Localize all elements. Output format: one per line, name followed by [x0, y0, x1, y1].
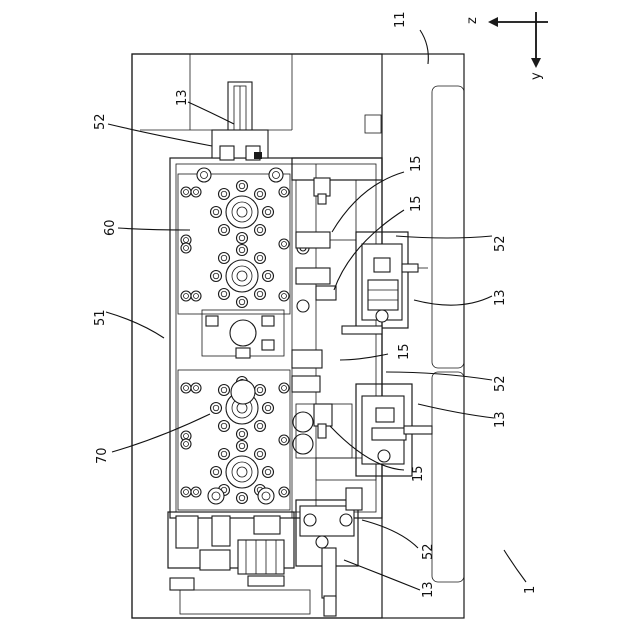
workpiece-holder-60: [178, 168, 290, 314]
workpiece-holder-70: [178, 370, 290, 510]
ref-13-upper: 13: [493, 289, 508, 306]
ref-15-a: 15: [409, 155, 424, 172]
ref-52-lower: 52: [493, 375, 508, 392]
right-clamp-upper: [342, 232, 428, 334]
ref-51: 51: [93, 309, 108, 326]
ref-15-b: 15: [409, 195, 424, 212]
bottom-clamp-assembly: [296, 488, 362, 616]
ref-13-bottom: 13: [421, 581, 436, 598]
top-clamp-assembly: [212, 82, 268, 160]
ref-52-upper: 52: [493, 235, 508, 252]
axis-label-z: z: [465, 17, 480, 24]
ref-15-c: 15: [397, 343, 412, 360]
ref-13-top: 13: [175, 89, 190, 106]
ref-13-lower: 13: [493, 411, 508, 428]
ref-52-top: 52: [93, 113, 108, 130]
axis-indicator: z y: [465, 12, 548, 80]
ref-52-bottom: 52: [421, 543, 436, 560]
axis-label-y: y: [529, 72, 544, 80]
right-clamp-lower: [356, 384, 432, 476]
ref-1: 1: [523, 586, 538, 594]
ref-11: 11: [393, 11, 408, 28]
ref-70: 70: [95, 447, 110, 464]
bottom-left-mechanism: [168, 512, 310, 614]
ref-60: 60: [103, 219, 118, 236]
ref-15-d: 15: [411, 465, 426, 482]
